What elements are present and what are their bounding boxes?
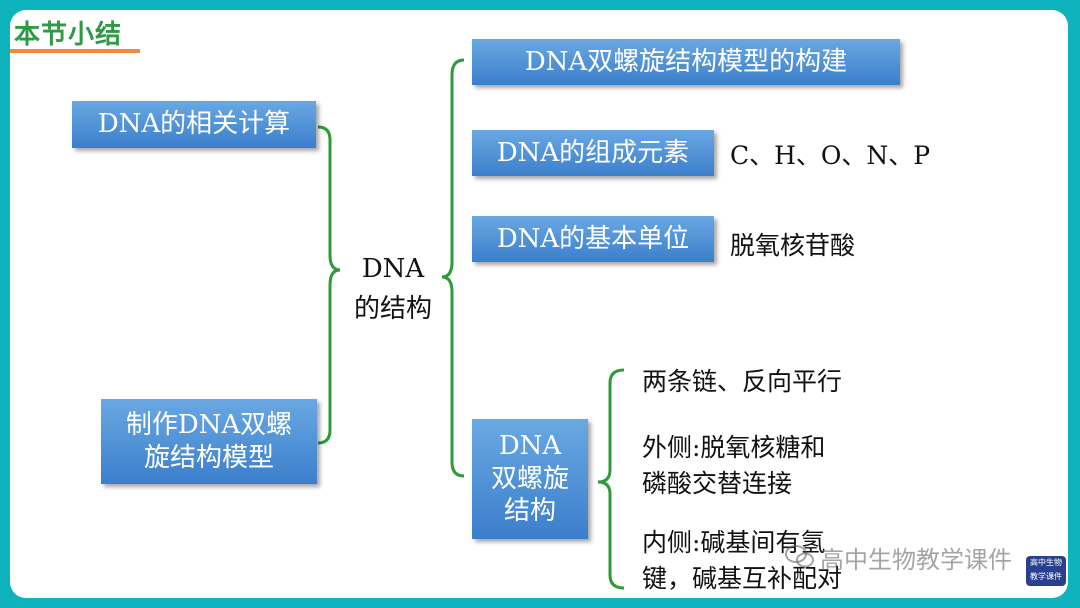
helix-detail-inside-line1: 内侧:碱基间有氢 (642, 528, 826, 557)
elements-value: C、H、O、N、P (730, 141, 931, 170)
center-label: DNA 的结构 (348, 254, 438, 325)
box-make-model: 制作DNA双螺 旋结构模型 (101, 399, 317, 484)
helix-brace (597, 368, 625, 590)
basic-unit-value: 脱氧核苷酸 (730, 231, 856, 260)
center-label-line1: DNA (361, 254, 425, 284)
box-double-helix-line3: 结构 (503, 496, 556, 527)
box-elements: DNA的组成元素 (472, 130, 714, 176)
helix-detail-outside-line2: 磷酸交替连接 (642, 469, 793, 499)
box-double-helix: DNA 双螺旋 结构 (472, 419, 588, 539)
helix-detail-antiparallel: 两条链、反向平行 (642, 367, 843, 396)
center-brace (441, 58, 465, 478)
section-title: 本节小结 (14, 20, 123, 50)
watermark-logo-text: 高中生物 教学课件 (1030, 558, 1062, 581)
center-label-line2: 的结构 (353, 294, 432, 324)
wechat-icon (785, 545, 814, 568)
box-double-helix-line1: DNA (498, 431, 562, 462)
helix-detail-inside: 内侧:碱基间有氢 键，碱基互补配对 (642, 525, 902, 598)
box-make-model-line2: 旋结构模型 (143, 442, 274, 473)
box-double-helix-line2: 双螺旋 (490, 463, 569, 494)
box-model-construction: DNA双螺旋结构模型的构建 (472, 39, 900, 85)
left-brace (317, 125, 341, 445)
helix-detail-outside: 外侧:脱氧核糖和 磷酸交替连接 (642, 430, 902, 503)
title-underline (10, 49, 140, 53)
watermark-text: 高中生物教学课件 (820, 546, 1012, 574)
helix-detail-inside-line2: 键，碱基互补配对 (642, 564, 843, 594)
box-basic-unit: DNA的基本单位 (472, 216, 714, 262)
watermark-logo: 高中生物 教学课件 (1026, 556, 1066, 586)
helix-detail-outside-line1: 外侧:脱氧核糖和 (642, 433, 826, 462)
box-dna-calculation: DNA的相关计算 (72, 101, 316, 148)
box-make-model-line1: 制作DNA双螺 (125, 410, 293, 440)
